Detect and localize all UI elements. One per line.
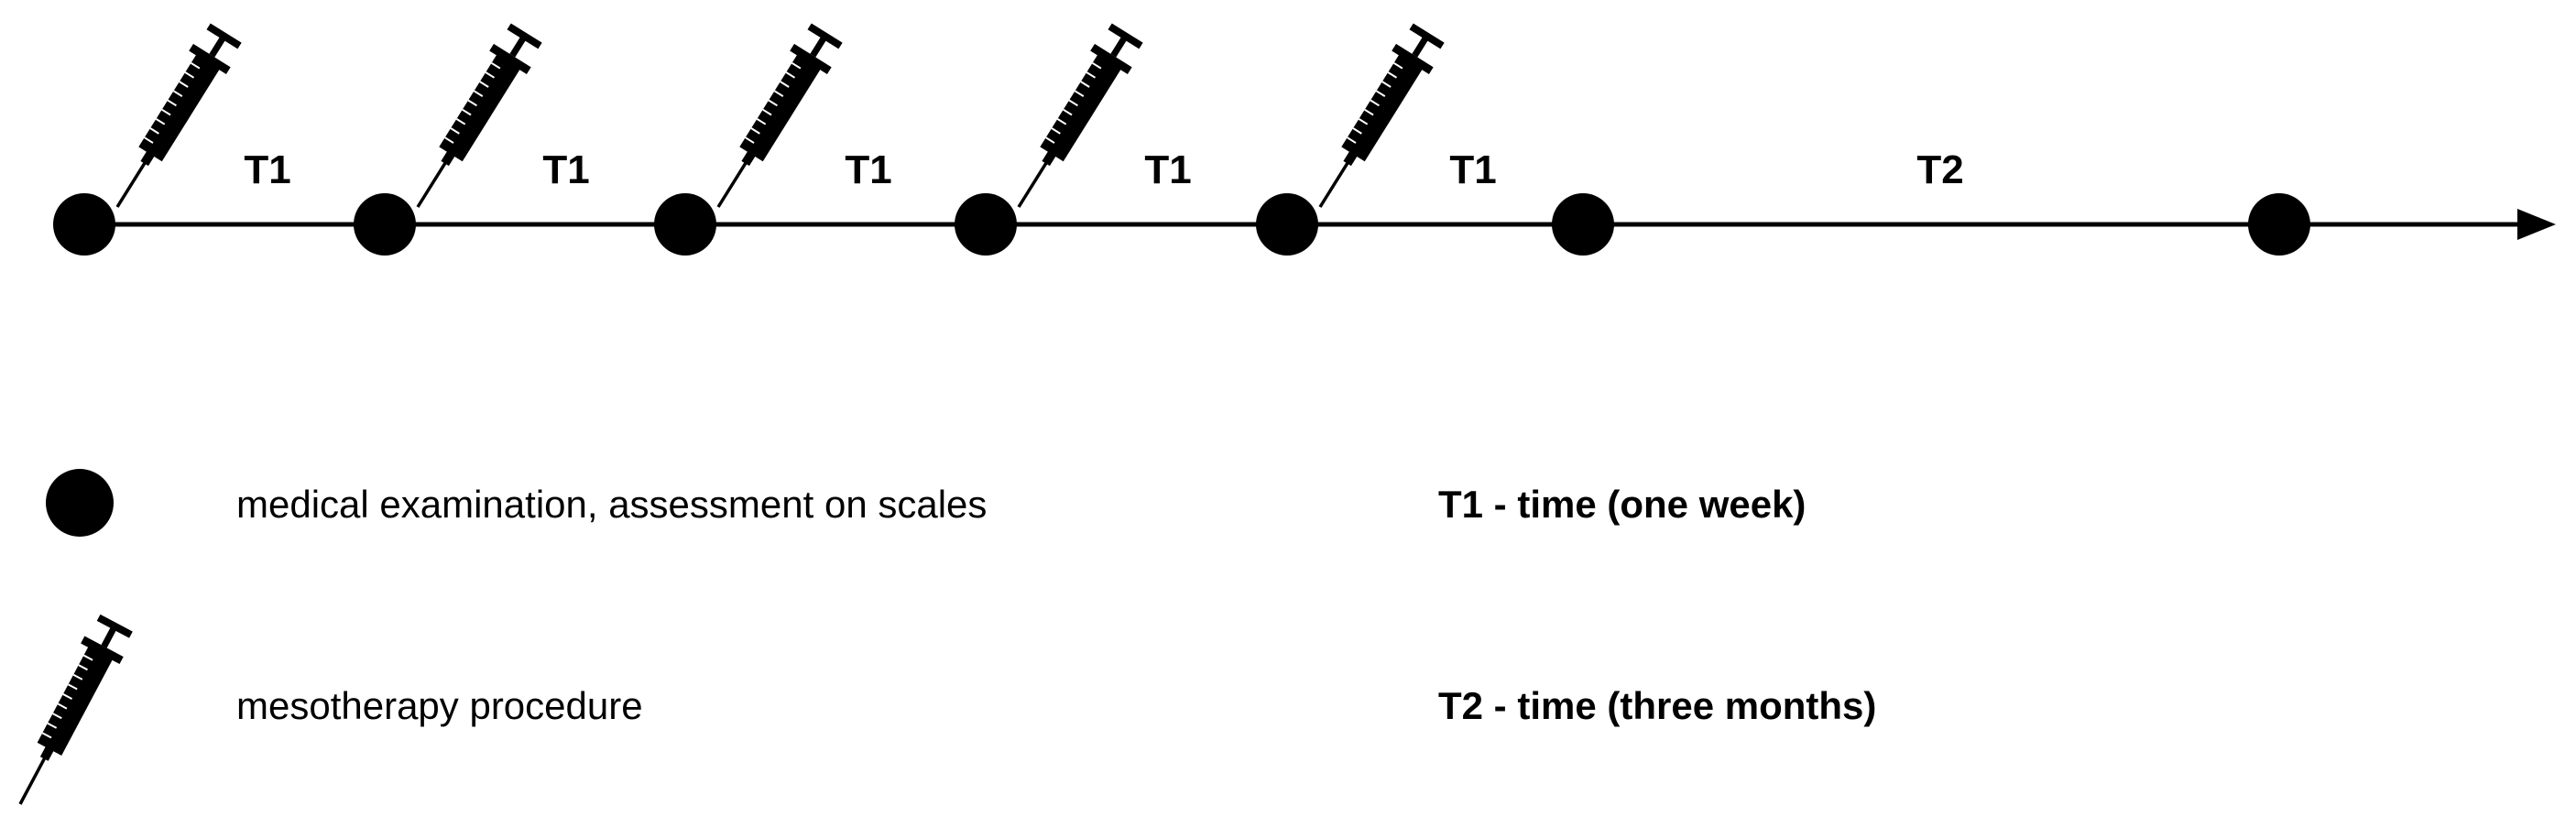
segment-label-6: T2 xyxy=(1916,147,1963,192)
legend: medical examination, assessment on scale… xyxy=(1,469,1876,814)
filled-circle-icon xyxy=(46,469,114,537)
legend-visit-label: medical examination, assessment on scale… xyxy=(236,483,987,526)
syringe-icon xyxy=(1,613,136,814)
segment-label-1: T1 xyxy=(244,147,290,192)
timeline-arrowhead xyxy=(2517,209,2556,240)
segment-label-5: T1 xyxy=(1449,147,1496,192)
visit-marker-2 xyxy=(354,193,416,256)
segment-label-4: T1 xyxy=(1144,147,1191,192)
syringe-icon xyxy=(700,21,846,218)
visit-marker-6 xyxy=(1552,193,1614,256)
visit-marker-1 xyxy=(53,193,115,256)
legend-t1-definition: T1 - time (one week) xyxy=(1438,483,1806,526)
syringe-icon xyxy=(399,21,545,218)
segment-label-2: T1 xyxy=(542,147,589,192)
segment-label-3: T1 xyxy=(845,147,891,192)
legend-t2-definition: T2 - time (three months) xyxy=(1438,684,1876,727)
visit-marker-3 xyxy=(654,193,716,256)
syringe-icon xyxy=(1000,21,1146,218)
visit-marker-4 xyxy=(955,193,1017,256)
visit-marker-7 xyxy=(2248,193,2310,256)
syringe-icon xyxy=(1302,21,1447,218)
legend-procedure-label: mesotherapy procedure xyxy=(236,684,643,727)
syringe-icon xyxy=(99,21,245,218)
visit-marker-5 xyxy=(1256,193,1318,256)
